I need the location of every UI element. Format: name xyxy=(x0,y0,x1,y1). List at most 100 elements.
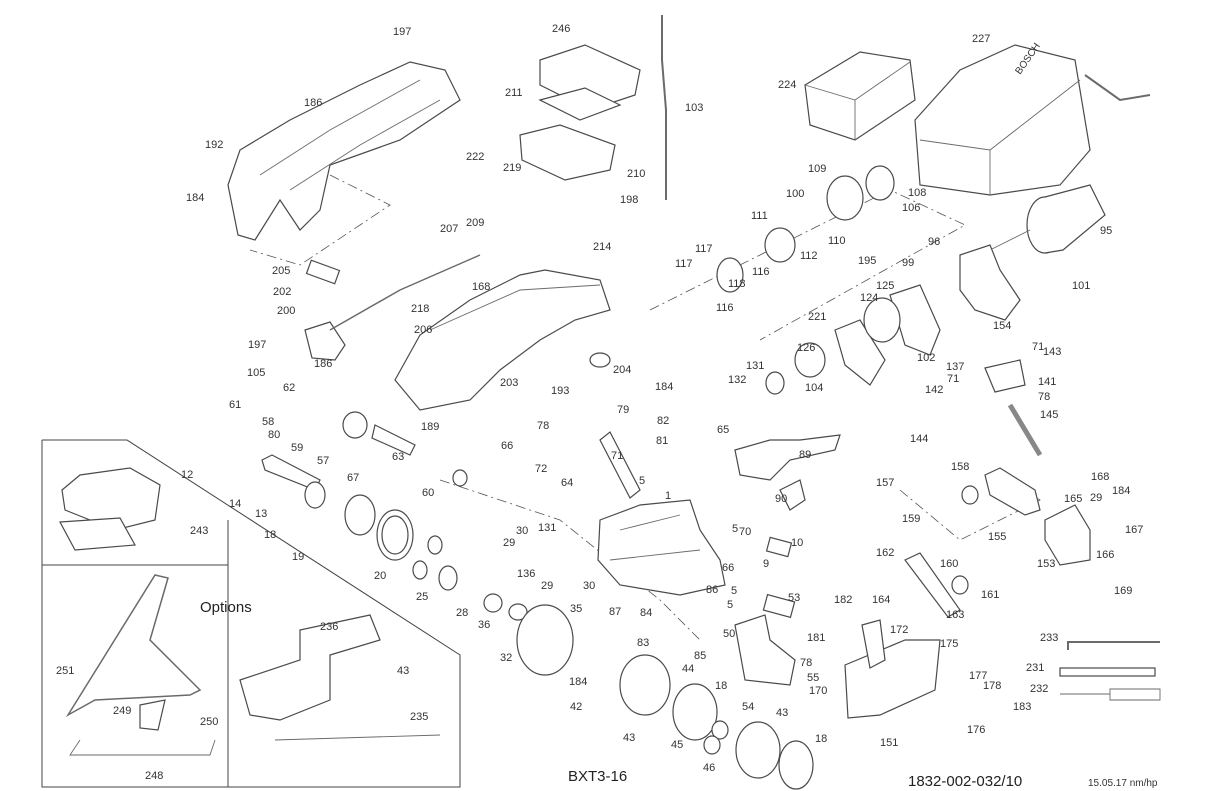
plate-part xyxy=(716,257,744,293)
cable-part xyxy=(661,15,667,200)
option-plate-part xyxy=(239,614,381,721)
callout-65: 65 xyxy=(717,424,729,436)
callout-106: 106 xyxy=(902,202,920,214)
callout-155: 155 xyxy=(988,531,1006,543)
pin-part xyxy=(599,431,641,499)
callout-110: 110 xyxy=(828,235,846,247)
callout-151: 151 xyxy=(880,737,898,749)
callout-45: 45 xyxy=(671,739,683,751)
screwdriver-part xyxy=(1060,688,1161,701)
callout-176: 176 xyxy=(967,724,985,736)
callout-221: 221 xyxy=(808,311,826,323)
callout-87: 87 xyxy=(609,606,621,618)
callout-117: 117 xyxy=(675,258,693,270)
callout-29: 29 xyxy=(1090,492,1102,504)
callout-18: 18 xyxy=(815,733,827,745)
callout-83: 83 xyxy=(637,637,649,649)
callout-145: 145 xyxy=(1040,409,1058,421)
callout-18: 18 xyxy=(715,680,727,692)
callout-67: 67 xyxy=(347,472,359,484)
callout-209: 209 xyxy=(466,217,484,229)
callout-103: 103 xyxy=(685,102,703,114)
callout-214: 214 xyxy=(593,241,611,253)
callout-186: 186 xyxy=(314,358,332,370)
callout-168: 168 xyxy=(472,281,490,293)
callout-116: 116 xyxy=(716,302,734,314)
callout-35: 35 xyxy=(570,603,582,615)
plug-part xyxy=(589,352,611,368)
callout-218: 218 xyxy=(411,303,429,315)
callout-1: 1 xyxy=(665,490,671,502)
callout-243: 243 xyxy=(190,525,208,537)
callout-205: 205 xyxy=(272,265,290,277)
callout-63: 63 xyxy=(392,451,404,463)
callout-233: 233 xyxy=(1040,632,1058,644)
callout-118: 118 xyxy=(728,278,746,290)
callout-136: 136 xyxy=(517,568,535,580)
callout-78: 78 xyxy=(800,657,812,669)
callout-5: 5 xyxy=(639,475,645,487)
callout-227: 227 xyxy=(972,33,990,45)
callout-231: 231 xyxy=(1026,662,1044,674)
callout-169: 169 xyxy=(1114,585,1132,597)
callout-153: 153 xyxy=(1037,558,1055,570)
callout-131: 131 xyxy=(746,360,764,372)
button-part xyxy=(305,259,341,285)
callout-186: 186 xyxy=(304,97,322,109)
callout-204: 204 xyxy=(613,364,631,376)
upper-housing-part xyxy=(227,61,461,241)
callout-124: 124 xyxy=(860,292,878,304)
callout-5: 5 xyxy=(731,585,737,597)
callout-195: 195 xyxy=(858,255,876,267)
callout-184: 184 xyxy=(186,192,204,204)
allen-key-part xyxy=(1067,641,1160,650)
drive-drum-part xyxy=(735,721,781,779)
callout-20: 20 xyxy=(374,570,386,582)
callout-29: 29 xyxy=(541,580,553,592)
cover-part xyxy=(519,124,616,181)
callout-71: 71 xyxy=(611,450,623,462)
callout-59: 59 xyxy=(291,442,303,454)
callout-182: 182 xyxy=(834,594,852,606)
option-handle-part xyxy=(65,574,202,718)
options-frame xyxy=(41,439,461,788)
callout-175: 175 xyxy=(940,638,958,650)
callout-178: 178 xyxy=(983,680,1001,692)
callout-162: 162 xyxy=(876,547,894,559)
plate-part xyxy=(764,227,796,263)
callout-62: 62 xyxy=(283,382,295,394)
callout-193: 193 xyxy=(551,385,569,397)
callout-109: 109 xyxy=(808,163,826,175)
callout-197: 197 xyxy=(248,339,266,351)
callout-207: 207 xyxy=(440,223,458,235)
callout-142: 142 xyxy=(925,384,943,396)
callout-71: 71 xyxy=(1032,341,1044,353)
callout-66: 66 xyxy=(722,562,734,574)
callout-19: 19 xyxy=(292,551,304,563)
belt-part xyxy=(904,552,961,618)
ring-part xyxy=(865,165,895,201)
callout-54: 54 xyxy=(742,701,754,713)
callout-161: 161 xyxy=(981,589,999,601)
callout-96: 96 xyxy=(928,236,940,248)
callout-197: 197 xyxy=(393,26,411,38)
callout-164: 164 xyxy=(872,594,890,606)
motor-flange-part xyxy=(959,244,1021,321)
callout-71: 71 xyxy=(947,373,959,385)
tensioner-part xyxy=(984,467,1041,516)
callout-90: 90 xyxy=(775,493,787,505)
callout-235: 235 xyxy=(410,711,428,723)
callout-57: 57 xyxy=(317,455,329,467)
charger-part xyxy=(914,44,1091,196)
callout-232: 232 xyxy=(1030,683,1048,695)
belt-guard-ring-part xyxy=(619,654,671,716)
callout-125: 125 xyxy=(876,280,894,292)
callout-170: 170 xyxy=(809,685,827,697)
callout-184: 184 xyxy=(655,381,673,393)
callout-99: 99 xyxy=(902,257,914,269)
callout-72: 72 xyxy=(535,463,547,475)
options-label: Options xyxy=(200,599,252,616)
callout-70: 70 xyxy=(739,526,751,538)
callout-104: 104 xyxy=(805,382,823,394)
